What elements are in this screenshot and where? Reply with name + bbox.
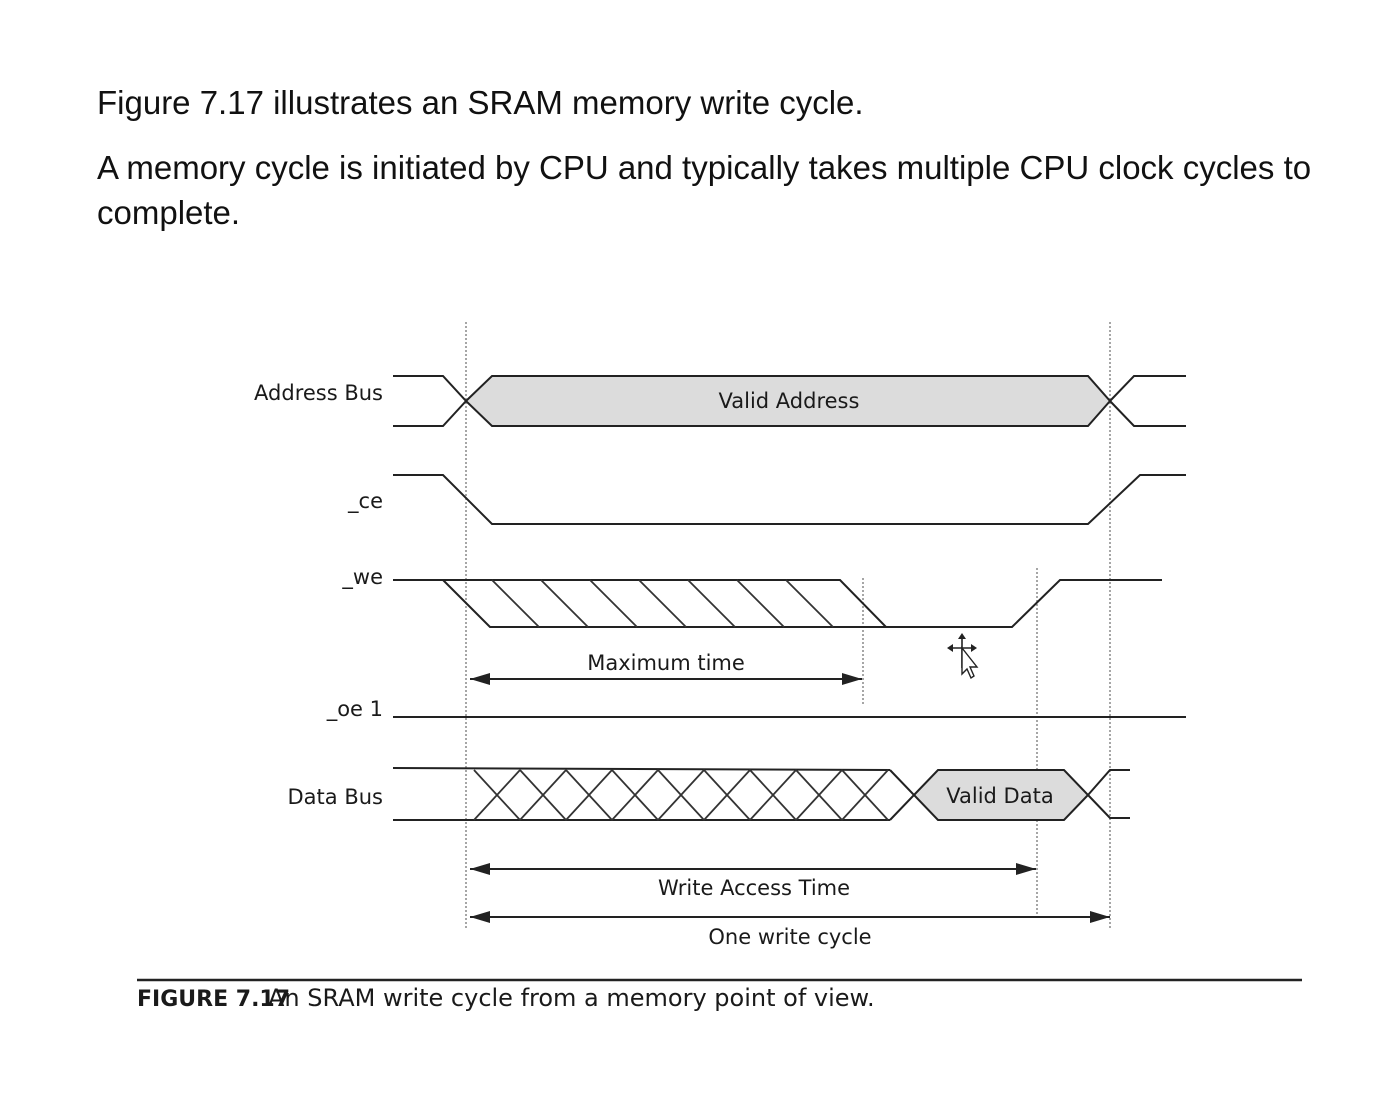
- valid-address-label: Valid Address: [719, 389, 860, 413]
- signal-label-address-bus: Address Bus: [254, 381, 383, 405]
- signal-label-we: _we: [341, 565, 383, 590]
- signal-label-data-bus: Data Bus: [288, 785, 383, 809]
- one-write-cycle-label: One write cycle: [708, 925, 871, 949]
- move-cursor-icon: [947, 633, 979, 680]
- intro-paragraph: A memory cycle is initiated by CPU and t…: [97, 149, 1312, 231]
- figure-caption: An SRAM write cycle from a memory point …: [268, 984, 875, 1012]
- valid-data-label: Valid Data: [946, 784, 1053, 808]
- signal-label-oe: _oe 1: [326, 697, 383, 722]
- ce-waveform: [393, 474, 1186, 525]
- signal-label-ce: _ce: [347, 489, 383, 514]
- we-waveform: [393, 579, 1162, 628]
- maximum-time-label: Maximum time: [587, 651, 745, 675]
- write-access-time-label: Write Access Time: [658, 876, 850, 900]
- intro-sentence: Figure 7.17 illustrates an SRAM memory w…: [97, 84, 864, 121]
- figure-number: FIGURE 7.17: [137, 987, 290, 1012]
- address-bus-waveform: [393, 375, 1186, 427]
- data-bus-waveform: [392, 767, 1130, 821]
